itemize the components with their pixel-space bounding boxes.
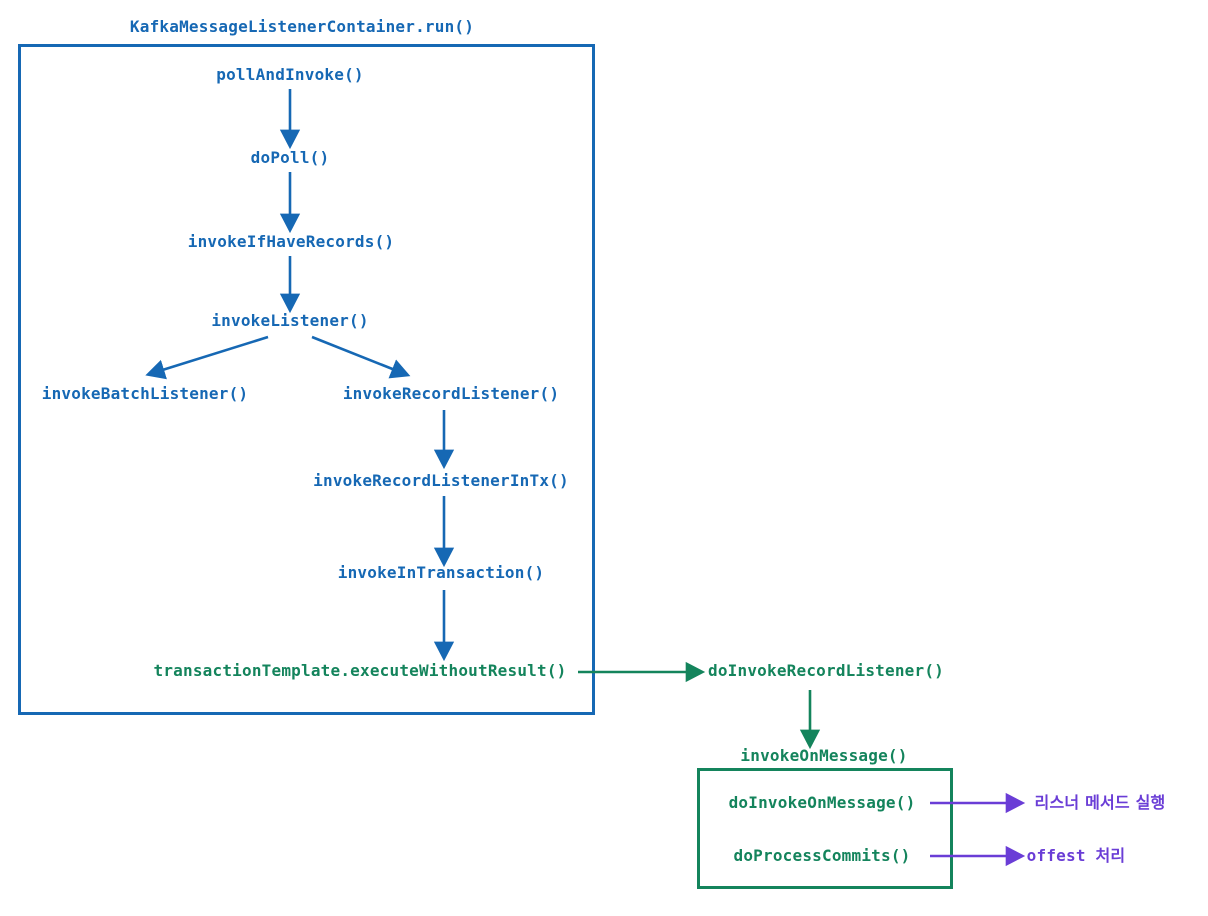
kafka-listener-container-box [18,44,595,715]
invoke-on-message-box [697,768,953,889]
node-do-invoke-on-message: doInvokeOnMessage() [728,793,916,812]
container-title: KafkaMessageListenerContainer.run() [129,17,475,36]
node-poll-and-invoke: pollAndInvoke() [216,65,364,84]
node-invoke-record-listener: invokeRecordListener() [342,384,560,403]
annotation-listener-method-exec: 리스너 메서드 실행 [1034,793,1166,812]
node-invoke-record-listener-in-tx: invokeRecordListenerInTx() [313,471,569,490]
node-invoke-listener: invokeListener() [211,311,369,330]
node-invoke-if-have-records: invokeIfHaveRecords() [187,232,395,251]
node-invoke-in-transaction: invokeInTransaction() [337,563,545,582]
node-do-poll: doPoll() [250,148,330,167]
node-invoke-on-message: invokeOnMessage() [740,746,908,765]
node-invoke-batch-listener: invokeBatchListener() [41,384,249,403]
annotation-offset-handling: offest 처리 [1026,846,1126,865]
node-do-invoke-record-listener: doInvokeRecordListener() [708,661,944,680]
node-transaction-template: transactionTemplate.executeWithoutResult… [153,661,567,680]
node-do-process-commits: doProcessCommits() [733,846,911,865]
